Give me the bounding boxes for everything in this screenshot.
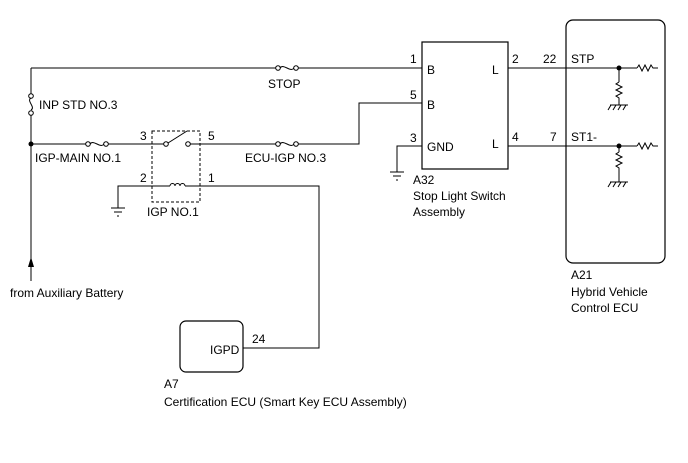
relay-igp	[151, 130, 201, 203]
ecu-pin-7: 7	[550, 130, 557, 144]
switch-name-line2: Assembly	[413, 205, 465, 219]
switch-term-l1: L	[492, 63, 499, 77]
relay-pin-5: 5	[208, 129, 215, 143]
switch-term-gnd: GND	[427, 140, 454, 154]
switch-pin-2: 2	[512, 52, 519, 66]
cert-ecu-pin-24: 24	[252, 332, 266, 346]
fuse-stop	[275, 65, 299, 71]
switch-pin-4: 4	[512, 130, 519, 144]
switch-pin-5: 5	[410, 88, 417, 102]
fuse-inp-std	[28, 93, 34, 116]
ground-icon	[390, 171, 404, 181]
switch-pin-3: 3	[410, 131, 417, 145]
switch-term-l2: L	[492, 137, 499, 151]
stop-light-switch-box	[421, 41, 509, 170]
cert-ecu-code: A7	[164, 377, 179, 391]
switch-name-line1: Stop Light Switch	[413, 189, 506, 203]
switch-code: A32	[413, 173, 435, 187]
hv-ecu-name-line2: Control ECU	[571, 301, 638, 315]
ecu-term-stp: STP	[571, 52, 594, 66]
relay-label: IGP NO.1	[147, 205, 199, 219]
st1-input-circuit	[607, 141, 658, 188]
relay-pin-2: 2	[140, 171, 147, 185]
fuse-ecu-igp	[275, 141, 299, 147]
fuse-igp-main	[85, 141, 109, 147]
ecu-term-st1: ST1-	[571, 130, 597, 144]
relay-pin-3: 3	[140, 129, 147, 143]
battery-feed	[28, 68, 34, 281]
switch-pin-1: 1	[410, 52, 417, 66]
switch-term-b2: B	[427, 98, 435, 112]
switch-term-b1: B	[427, 63, 435, 77]
fuse-ecu-igp-label: ECU-IGP NO.3	[245, 151, 326, 165]
cert-ecu-box	[179, 320, 244, 373]
ecu-pin-22: 22	[543, 52, 557, 66]
cert-ecu-term-igpd: IGPD	[210, 343, 240, 357]
hv-ecu-code: A21	[571, 268, 593, 282]
cert-ecu-name: Certification ECU (Smart Key ECU Assembl…	[164, 395, 407, 409]
hv-ecu-box	[565, 19, 666, 264]
source-label: from Auxiliary Battery	[10, 286, 123, 300]
fuse-igp-main-label: IGP-MAIN NO.1	[35, 151, 121, 165]
ground-icon	[111, 207, 125, 217]
stp-input-circuit	[607, 63, 658, 111]
relay-pin-1: 1	[208, 171, 215, 185]
fuse-stop-label: STOP	[268, 77, 300, 91]
fuse-inp-std-label: INP STD NO.3	[39, 98, 118, 112]
hv-ecu-name-line1: Hybrid Vehicle	[571, 285, 648, 299]
